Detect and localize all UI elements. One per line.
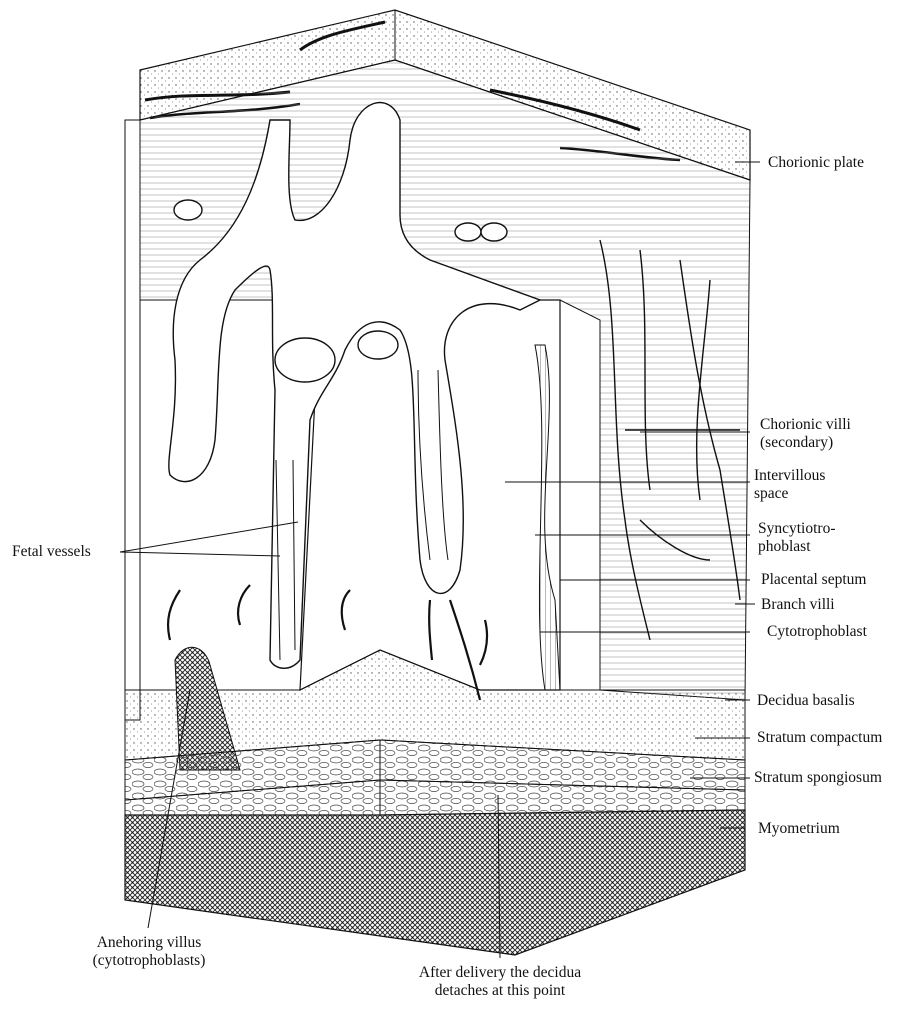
- label-decidua-detach-line2: detaches at this point: [395, 982, 605, 999]
- label-cytotrophoblast: Cytotrophoblast: [767, 623, 867, 640]
- label-myometrium: Myometrium: [758, 820, 840, 837]
- label-chorionic-villi-line2: (secondary): [760, 434, 833, 451]
- label-syncytiotrophoblast-line2: phoblast: [758, 538, 811, 555]
- label-chorionic-plate: Chorionic plate: [768, 154, 864, 171]
- label-anchoring-villus-line2: (cytotrophoblasts): [74, 952, 224, 969]
- label-fetal-vessels: Fetal vessels: [12, 543, 91, 560]
- label-anchoring-villus-line1: Anehoring villus: [74, 934, 224, 951]
- label-branch-villi: Branch villi: [761, 596, 835, 613]
- label-stratum-compactum: Stratum compactum: [757, 729, 882, 746]
- label-decidua-detach-line1: After delivery the decidua: [395, 964, 605, 981]
- label-chorionic-villi-line1: Chorionic villi: [760, 416, 851, 433]
- label-placental-septum: Placental septum: [761, 571, 866, 588]
- label-decidua-basalis: Decidua basalis: [757, 692, 855, 709]
- label-stratum-spongiosum: Stratum spongiosum: [754, 769, 882, 786]
- label-syncytiotrophoblast-line1: Syncytiotro-: [758, 520, 836, 537]
- label-intervillous-space-line2: space: [754, 485, 788, 502]
- label-intervillous-space-line1: Intervillous: [754, 467, 825, 484]
